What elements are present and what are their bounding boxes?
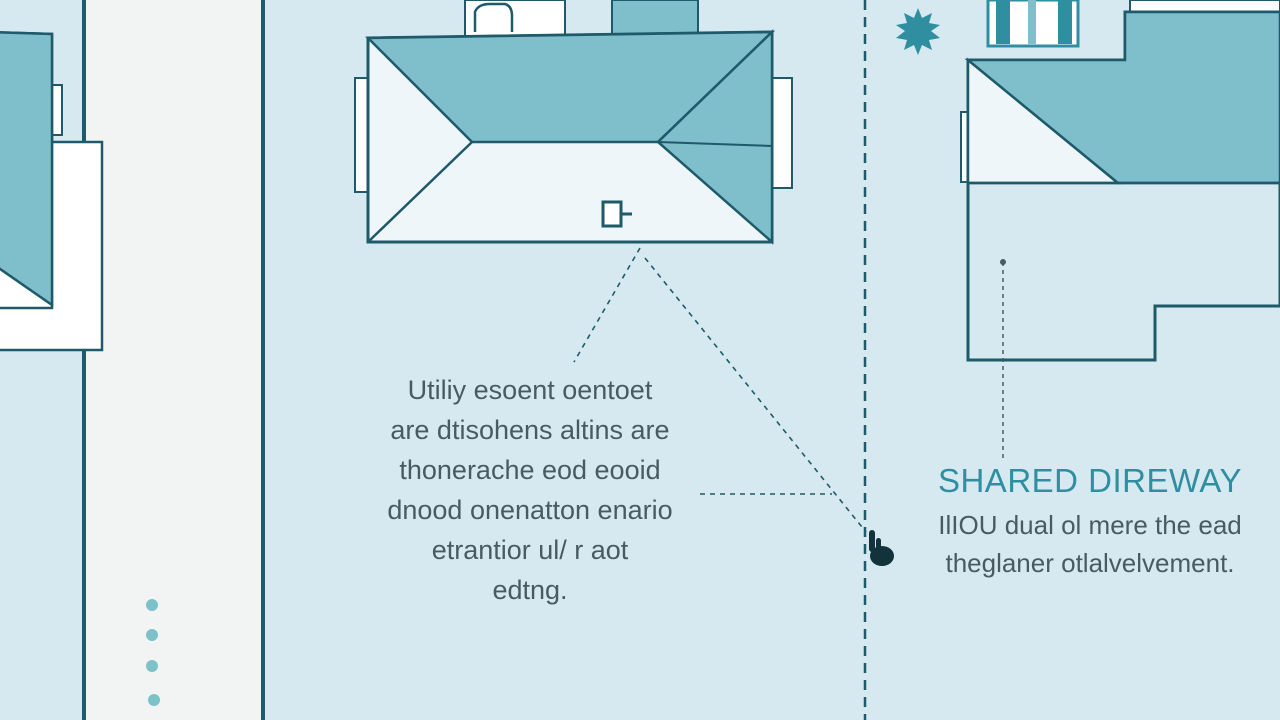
left-note-line: are dtisohens altins are [390,415,670,445]
sun-icon [896,8,940,55]
right-note: IlIOU dual ol mere the ead theglaner otl… [900,506,1280,582]
right-note-line: IlIOU dual ol mere the ead [938,510,1242,540]
left-note-line: dnood onenatton enario [387,495,673,525]
left-note-line: Utiliy esoent oentoet [407,375,653,405]
house-right [960,0,1280,362]
door-icon [601,200,632,228]
left-note-line: edtng. [492,575,568,605]
leader-lines [573,247,867,533]
right-note-line: theglaner otlalvelvement. [945,548,1235,578]
house-left [0,31,104,352]
left-note-line: thonerache eod eooid [399,455,661,485]
right-note-title: SHARED DIREWAY [937,462,1243,499]
pagination-dots [146,599,160,706]
left-note: Utiliy esoent oentoet are dtisohens alti… [340,370,720,610]
sidewalk-strip [86,0,262,720]
hand-pointer-icon [869,530,894,566]
left-note-line: etrantior ul/ r aot [431,535,629,565]
house-center [354,0,793,245]
right-marker [1000,259,1006,462]
